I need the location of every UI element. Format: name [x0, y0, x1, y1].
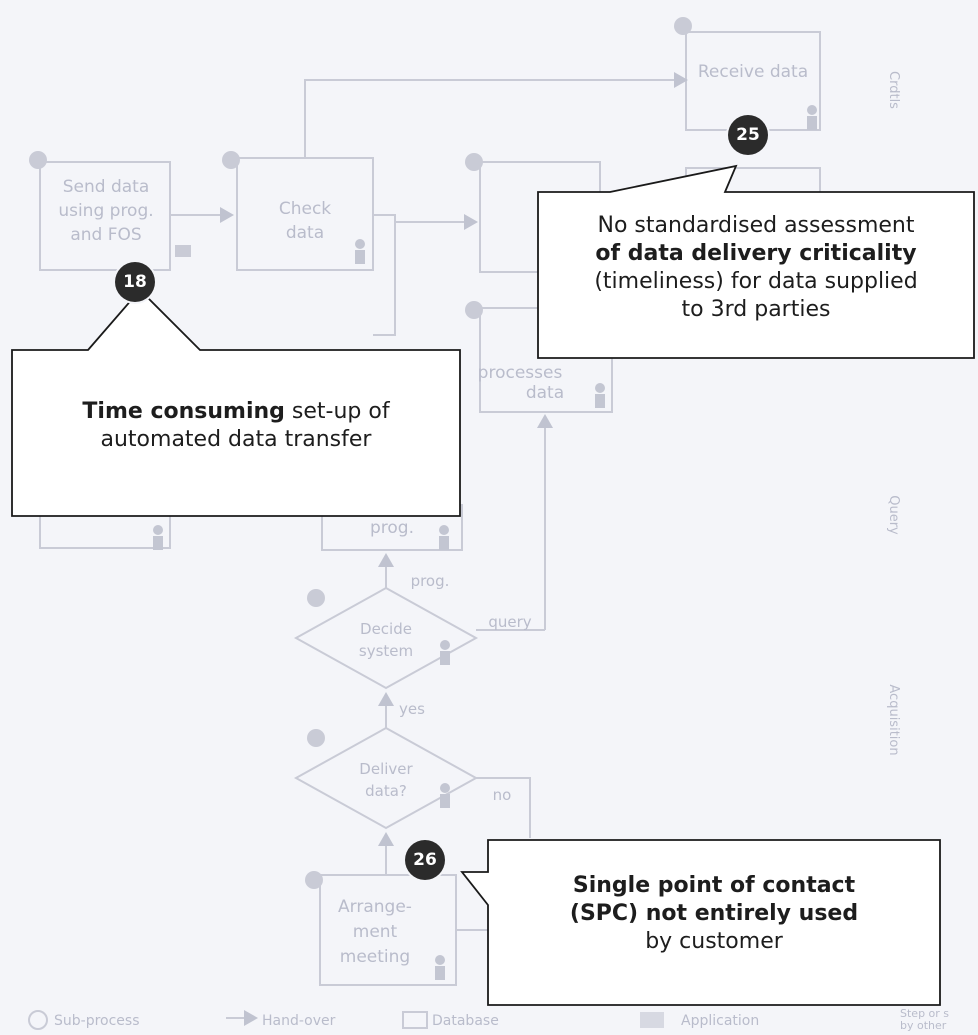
deliver-data-diamond	[293, 726, 479, 830]
lane-label-3: Acquisition	[886, 684, 901, 755]
callout-26-bold1: Single point of contact	[572, 873, 856, 898]
legend-step-other-line1: Step or s	[900, 1007, 949, 1020]
callout-25-text: No standardised assessment of data deliv…	[540, 212, 972, 325]
receive-data-label: Receive data	[698, 62, 808, 82]
decide-system-line1: Decide	[360, 620, 412, 638]
send-data-line3: and FOS	[70, 225, 141, 245]
arrange-meeting-line2: ment	[353, 922, 398, 942]
callout-18-line2: automated data transfer	[100, 427, 372, 453]
callout-25-frame	[537, 164, 975, 359]
callout-18-frame	[11, 288, 461, 517]
callout-25-line3: (timeliness) for data supplied	[594, 269, 918, 295]
callout-25-bold: of data delivery criticality	[595, 241, 917, 267]
legend: Sub-process Hand-over Database Applicati…	[28, 1007, 949, 1032]
callout-26-bold2: (SPC) not entirely used	[569, 901, 859, 927]
callout-25-badge: 25	[728, 115, 768, 155]
lane-label-1: Crdtls	[886, 71, 901, 109]
callout-18-badge: 18	[115, 262, 155, 302]
callout-26-text: Single point of contact (SPC) not entire…	[490, 872, 938, 956]
check-data-line1: Check	[279, 199, 331, 219]
deliver-data-line2: data?	[365, 782, 407, 800]
legend-application: Application	[681, 1013, 759, 1029]
decide-system-line2: system	[359, 642, 413, 660]
edge-label-yes: yes	[399, 700, 425, 718]
callout-25-line1: No standardised assessment	[597, 213, 915, 238]
arrange-meeting-line3: meeting	[340, 947, 410, 967]
legend-sub-process: Sub-process	[54, 1013, 140, 1029]
callout-26-frame	[460, 839, 941, 1006]
query-processes-line2: processes	[478, 363, 563, 383]
callout-25-line4: to 3rd parties	[681, 297, 831, 323]
edge-label-prog: prog.	[411, 572, 450, 590]
send-data-line1: Send data	[63, 177, 150, 197]
legend-database: Database	[432, 1013, 499, 1029]
callout-26-line3: by customer	[645, 929, 783, 955]
callout-18-bold: Time consuming	[82, 399, 285, 424]
edge-label-no: no	[493, 786, 512, 804]
decide-system-diamond	[293, 586, 479, 690]
legend-hand-over: Hand-over	[262, 1013, 336, 1029]
deliver-data-line1: Deliver	[359, 760, 413, 778]
prog-step-label: prog.	[370, 518, 414, 538]
legend-step-other-line2: by other	[900, 1019, 947, 1032]
query-processes-line3: data	[526, 383, 564, 403]
check-data-line2: data	[286, 223, 324, 243]
callout-18-text: Time consuming set-up of automated data …	[14, 398, 458, 454]
callout-26-badge: 26	[405, 840, 445, 880]
edge-label-query: query	[488, 613, 531, 631]
send-data-line2: using prog.	[58, 201, 153, 221]
lane-label-2: Query	[886, 495, 901, 535]
arrange-meeting-line1: Arrange-	[338, 897, 412, 917]
callout-18-rest: set-up of	[284, 399, 390, 424]
